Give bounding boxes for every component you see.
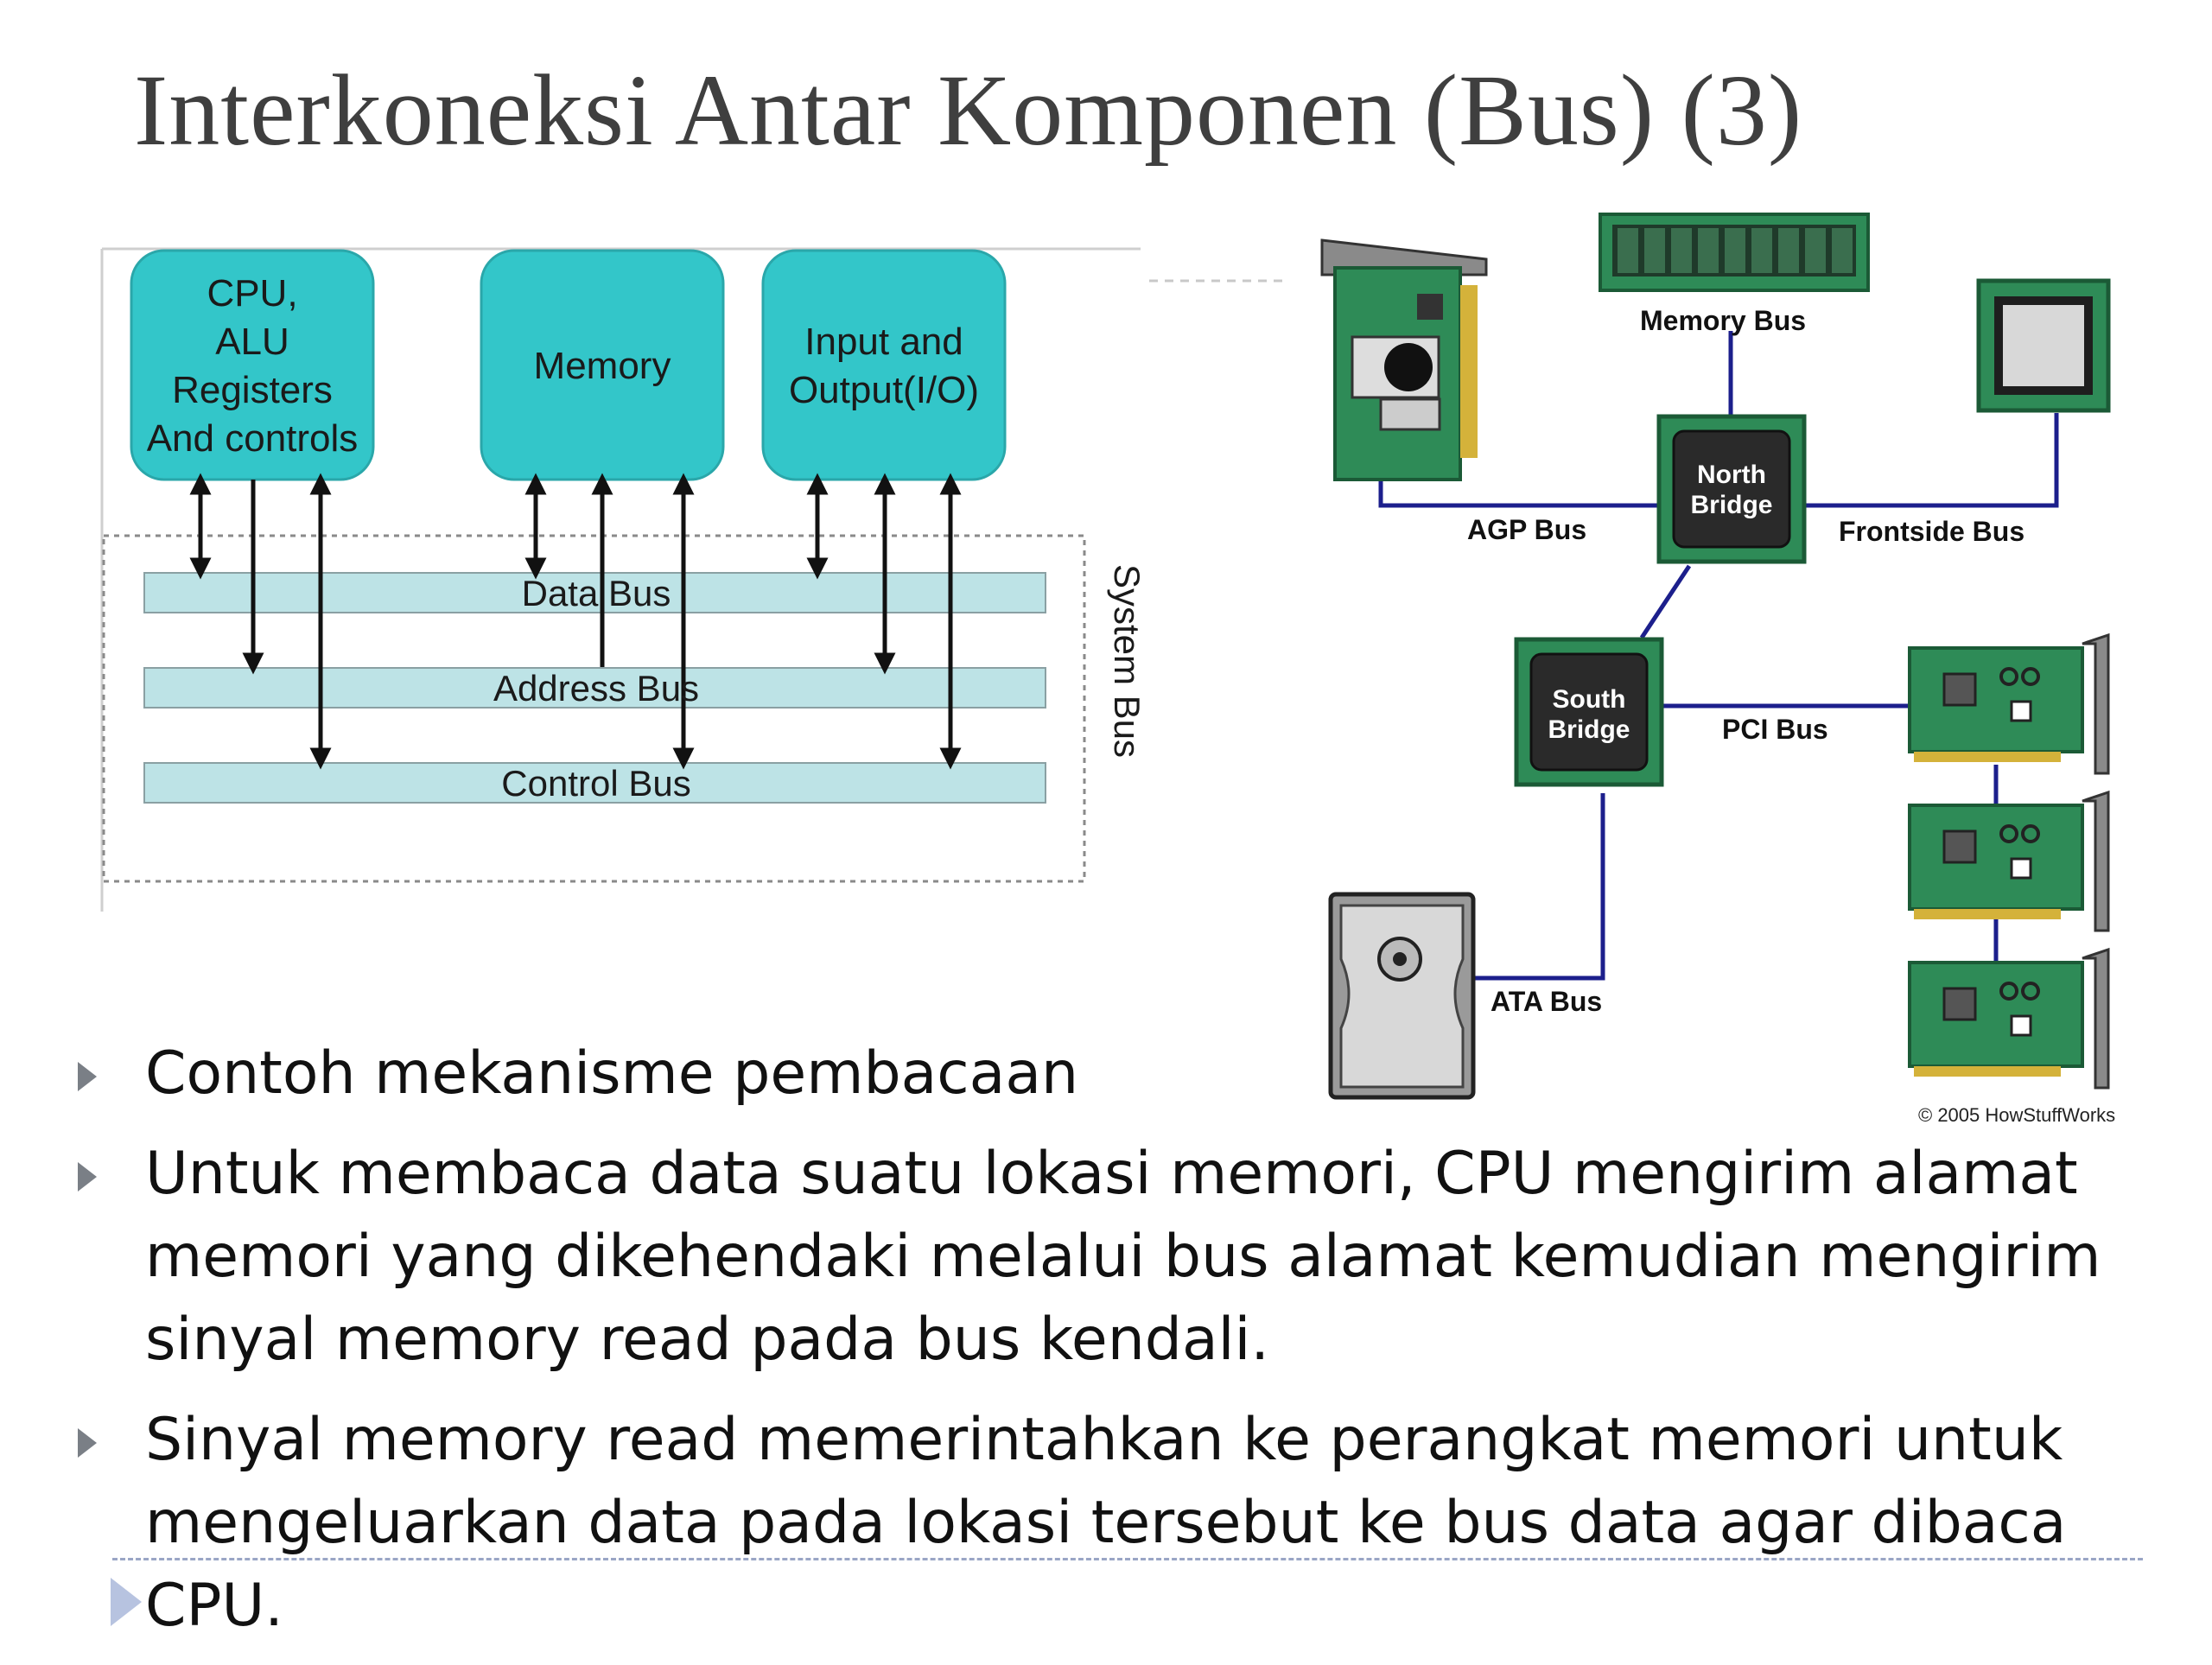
hard-drive <box>1328 892 1476 1100</box>
bullet-text: Contoh mekanisme pembacaan <box>145 1039 1079 1108</box>
io-box <box>761 249 1007 481</box>
cpu-label-1: CPU, <box>207 272 297 315</box>
cpu-chip <box>1976 278 2111 413</box>
agp-bus-label: AGP Bus <box>1467 514 1586 545</box>
south-bridge-chip <box>1514 637 1664 787</box>
address-bus-bar <box>143 667 1046 709</box>
north-south-link <box>1639 564 1692 639</box>
agp-card <box>1320 238 1488 481</box>
bullet-item: Untuk membaca data suatu lokasi memori, … <box>78 1133 2152 1382</box>
cpu-label-3: Registers <box>172 369 333 411</box>
slide-title: Interkoneksi Antar Komponen (Bus) (3) <box>134 54 1803 167</box>
bullet-item: Sinyal memory read memerintahkan ke pera… <box>78 1399 2152 1648</box>
north-bridge-label-1: North <box>1697 461 1766 489</box>
memory-label: Memory <box>534 345 671 387</box>
pci-card-3 <box>1908 947 2110 1090</box>
control-bus-bar <box>143 762 1046 804</box>
pci-card-1 <box>1908 632 2110 775</box>
cpu-label-4: And controls <box>147 417 359 460</box>
system-bus-box <box>102 534 1086 883</box>
ata-bus-label: ATA Bus <box>1491 986 1602 1017</box>
bullet-item: Contoh mekanisme pembacaan <box>78 1033 2152 1115</box>
system-bus-label: System Bus <box>1107 564 1147 758</box>
frontside-bus-label: Frontside Bus <box>1839 516 2024 547</box>
bullet-text: Untuk membaca data suatu lokasi memori, … <box>145 1140 2101 1374</box>
io-label-1: Input and <box>804 321 963 363</box>
bullet-list: Contoh mekanisme pembacaan Untuk membaca… <box>78 1033 2152 1665</box>
ata-bus-line <box>1473 793 1605 981</box>
south-bridge-label-2: Bridge <box>1548 715 1630 744</box>
data-bus-label: Data Bus <box>522 573 671 613</box>
frontside-bus-line <box>1804 413 2059 508</box>
cpu-label-2: ALU <box>215 321 289 363</box>
memory-module <box>1599 213 1870 292</box>
bullet-arrow-icon <box>78 1062 97 1091</box>
address-bus-label: Address Bus <box>493 668 699 709</box>
memory-bus-label: Memory Bus <box>1640 305 1806 336</box>
footer-divider <box>112 1558 2143 1560</box>
pci-card-2 <box>1908 790 2110 932</box>
copyright-note: © 2005 HowStuffWorks <box>1918 1104 2116 1126</box>
bullet-arrow-icon <box>78 1162 97 1192</box>
north-bridge-chip <box>1656 414 1807 564</box>
south-bridge-label-1: South <box>1553 685 1626 714</box>
pci-bus-label: PCI Bus <box>1722 714 1828 745</box>
bus-interconnection-diagram: CPU, ALU Registers And controls Memory I… <box>100 247 1287 912</box>
north-bridge-label-2: Bridge <box>1690 491 1772 519</box>
chipset-bus-diagram: Memory Bus AGP Bus Frontside Bus PCI Bus… <box>1320 213 2111 1100</box>
footer-arrow-icon <box>111 1578 142 1626</box>
bullet-text: Sinyal memory read memerintahkan ke pera… <box>145 1406 2067 1640</box>
bullet-arrow-icon <box>78 1428 97 1458</box>
control-bus-label: Control Bus <box>501 763 690 804</box>
io-label-2: Output(I/O) <box>789 369 979 411</box>
